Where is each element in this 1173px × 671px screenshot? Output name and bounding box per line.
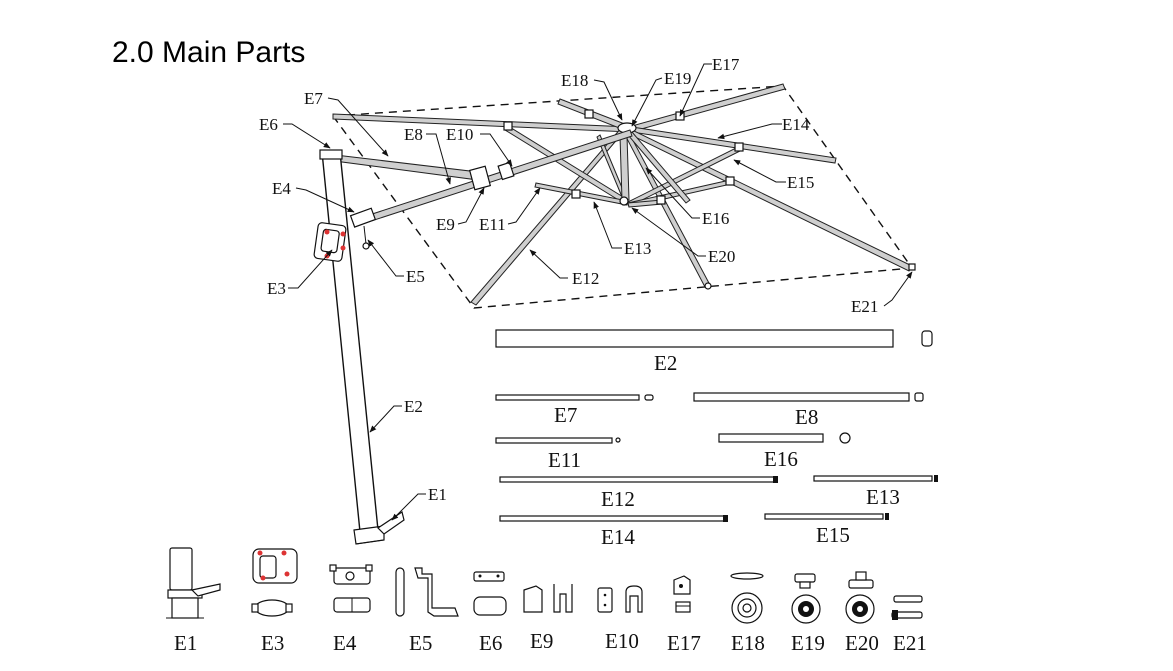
- callout-labels: E7 E6 E4 E3 E5 E8 E10 E9 E11 E12 E13 E18…: [259, 55, 878, 504]
- callout-e13: E13: [624, 239, 651, 258]
- part-e9-joint: [523, 584, 573, 613]
- callout-e10: E10: [446, 125, 473, 144]
- part-e10-joint: [597, 585, 643, 613]
- callout-e17: E17: [712, 55, 740, 74]
- callout-e6: E6: [259, 115, 278, 134]
- part-label-e17: E17: [667, 631, 701, 655]
- callout-e18: E18: [561, 71, 588, 90]
- part-e1-base: [166, 547, 221, 619]
- small-parts-row: [166, 547, 923, 624]
- part-e4-bracket: [329, 564, 373, 613]
- rod-e13: [813, 475, 933, 482]
- rod-e12: [499, 476, 775, 483]
- callout-e5: E5: [406, 267, 425, 286]
- part-e19-hub: [791, 573, 821, 624]
- callout-e14: E14: [782, 115, 810, 134]
- part-label-e18: E18: [731, 631, 765, 655]
- crank-mechanism: [313, 207, 377, 262]
- page-title: 2.0 Main Parts: [112, 36, 306, 69]
- callout-e16: E16: [702, 209, 729, 228]
- part-label-e6: E6: [479, 631, 502, 655]
- callout-e4: E4: [272, 179, 291, 198]
- callout-e19: E19: [664, 69, 691, 88]
- rod-e16: [718, 433, 824, 443]
- part-label-e4: E4: [333, 631, 357, 655]
- part-label-e1: E1: [174, 631, 197, 655]
- part-label-e10: E10: [605, 629, 639, 653]
- callout-e1: E1: [428, 485, 447, 504]
- callout-e21: E21: [851, 297, 878, 316]
- rod-label-e12: E12: [601, 487, 635, 511]
- part-e6-cap: [473, 571, 507, 616]
- callout-e12: E12: [572, 269, 599, 288]
- rod-e2-cap: [921, 330, 933, 347]
- rod-e14: [499, 515, 725, 522]
- callout-e11: E11: [479, 215, 506, 234]
- rod-label-e13: E13: [866, 485, 900, 509]
- rod-label-e8: E8: [795, 405, 818, 429]
- rod-label-e11: E11: [548, 448, 581, 472]
- callout-e2: E2: [404, 397, 423, 416]
- rod-e11: [495, 437, 613, 444]
- rod-label-e14: E14: [601, 525, 635, 549]
- rod-label-e16: E16: [764, 447, 798, 471]
- rod-label-e2: E2: [654, 351, 677, 375]
- part-e3-crank-plate: [251, 548, 298, 617]
- rod-e8: [693, 392, 910, 402]
- part-label-e21: E21: [893, 631, 927, 655]
- part-e20-hub: [845, 571, 875, 624]
- callout-e3: E3: [267, 279, 286, 298]
- callout-e8: E8: [404, 125, 423, 144]
- part-e5-crank-handle: [395, 567, 459, 617]
- exploded-rods: E2 E7 E8 E11 E16 E12 E13 E14 E15: [495, 329, 938, 549]
- rod-e15: [764, 513, 884, 520]
- callout-e9: E9: [436, 215, 455, 234]
- part-e17-cap: [673, 575, 691, 613]
- part-e18-top-cap: [730, 572, 764, 624]
- part-label-e19: E19: [791, 631, 825, 655]
- callout-e20: E20: [708, 247, 735, 266]
- callout-e15: E15: [787, 173, 814, 192]
- callout-leaders: [283, 63, 913, 521]
- arm-assembly: [326, 129, 633, 225]
- callout-e7: E7: [304, 89, 323, 108]
- part-label-e9: E9: [530, 629, 553, 653]
- part-e21-tip: [891, 595, 923, 620]
- canopy-ribs: [332, 83, 913, 306]
- rod-label-e15: E15: [816, 523, 850, 547]
- small-parts-labels: E1 E3 E4 E5 E6 E9 E10 E17 E18 E19 E20 E2…: [174, 629, 927, 655]
- rod-label-e7: E7: [554, 403, 577, 427]
- part-label-e5: E5: [409, 631, 432, 655]
- part-label-e20: E20: [845, 631, 879, 655]
- rod-e2: [495, 329, 894, 348]
- part-label-e3: E3: [261, 631, 284, 655]
- rod-e7: [495, 394, 640, 401]
